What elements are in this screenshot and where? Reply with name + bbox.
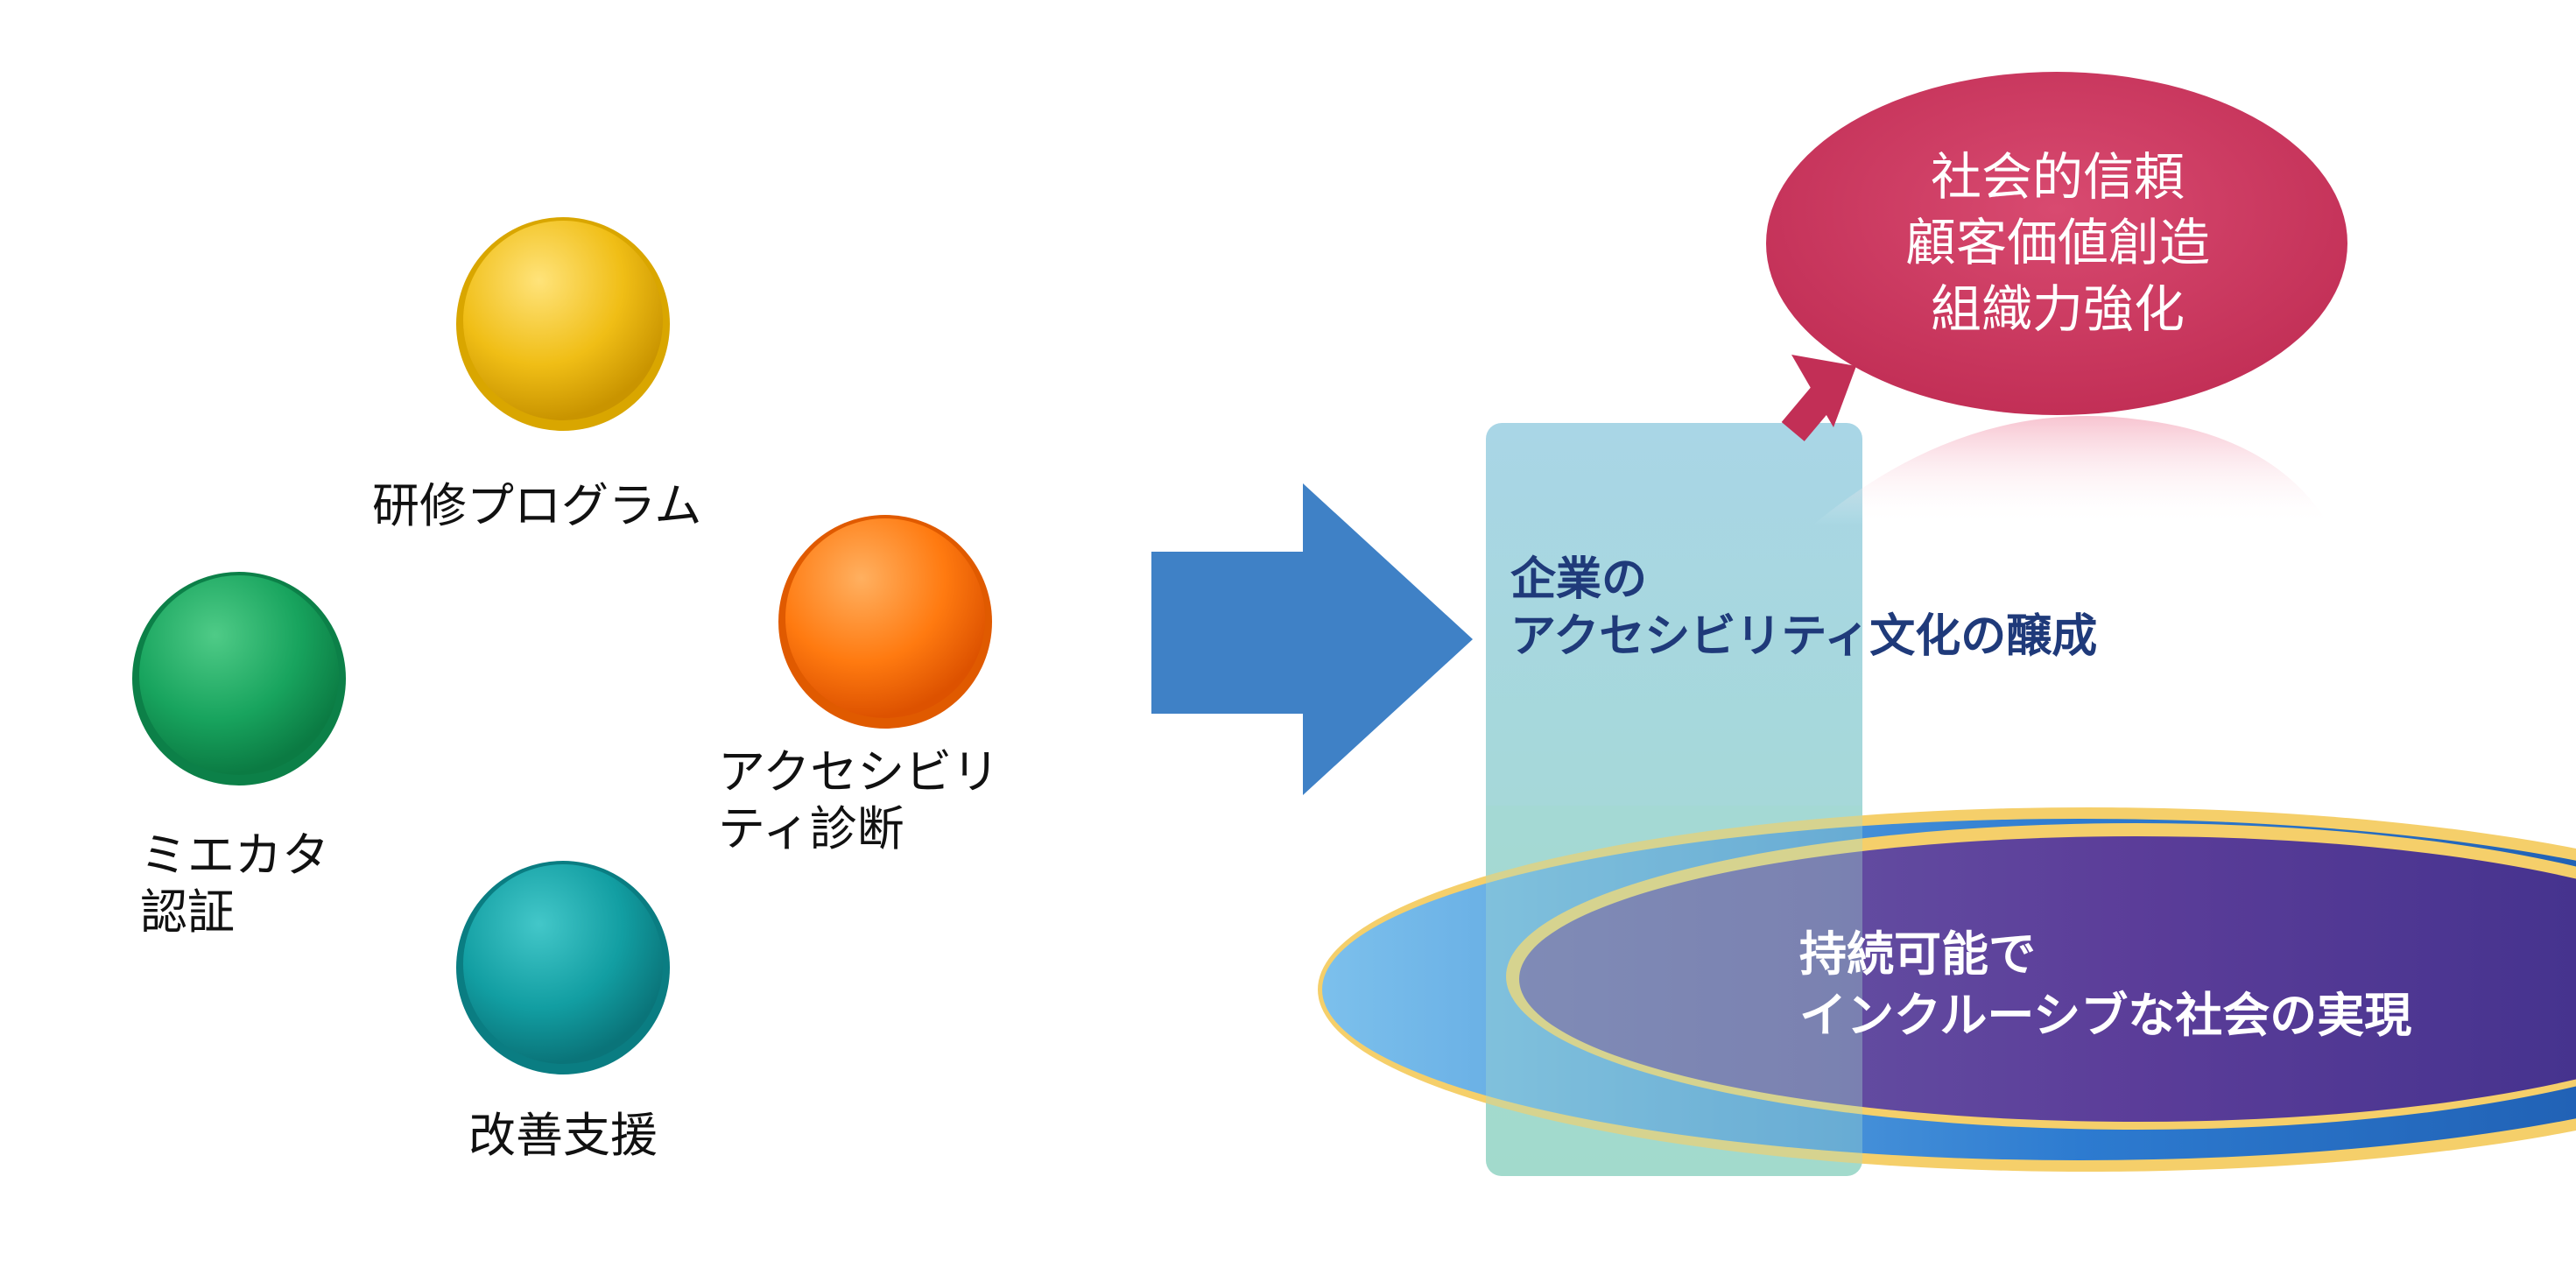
result-ellipse-top xyxy=(1766,72,2347,415)
label-kenshu: 研修プログラム xyxy=(372,478,702,533)
result-ellipse-bottom xyxy=(1318,806,2576,1176)
label-ninsho: ミエカタ 認証 xyxy=(140,828,329,940)
flow-arrow xyxy=(1151,483,1473,795)
circle-kenshu xyxy=(456,217,670,431)
top-result-label: 社会的信頼 顧客価値創造 組織力強化 xyxy=(1904,147,2210,339)
result-arrow xyxy=(1781,355,1856,441)
bottom-result-label: 持続可能で インクルーシブな社会の実現 xyxy=(1799,926,2412,1044)
circle-kaizen xyxy=(456,861,670,1074)
circle-shindan xyxy=(778,515,992,729)
label-shindan: アクセシビリ ティ診断 xyxy=(718,744,1000,856)
circle-ninsho xyxy=(132,572,346,785)
top-ellipse-reflection xyxy=(1812,416,2329,525)
label-kaizen: 改善支援 xyxy=(468,1108,658,1163)
middle-label: 企業の アクセシビリティ文化の醸成 xyxy=(1510,553,2098,663)
